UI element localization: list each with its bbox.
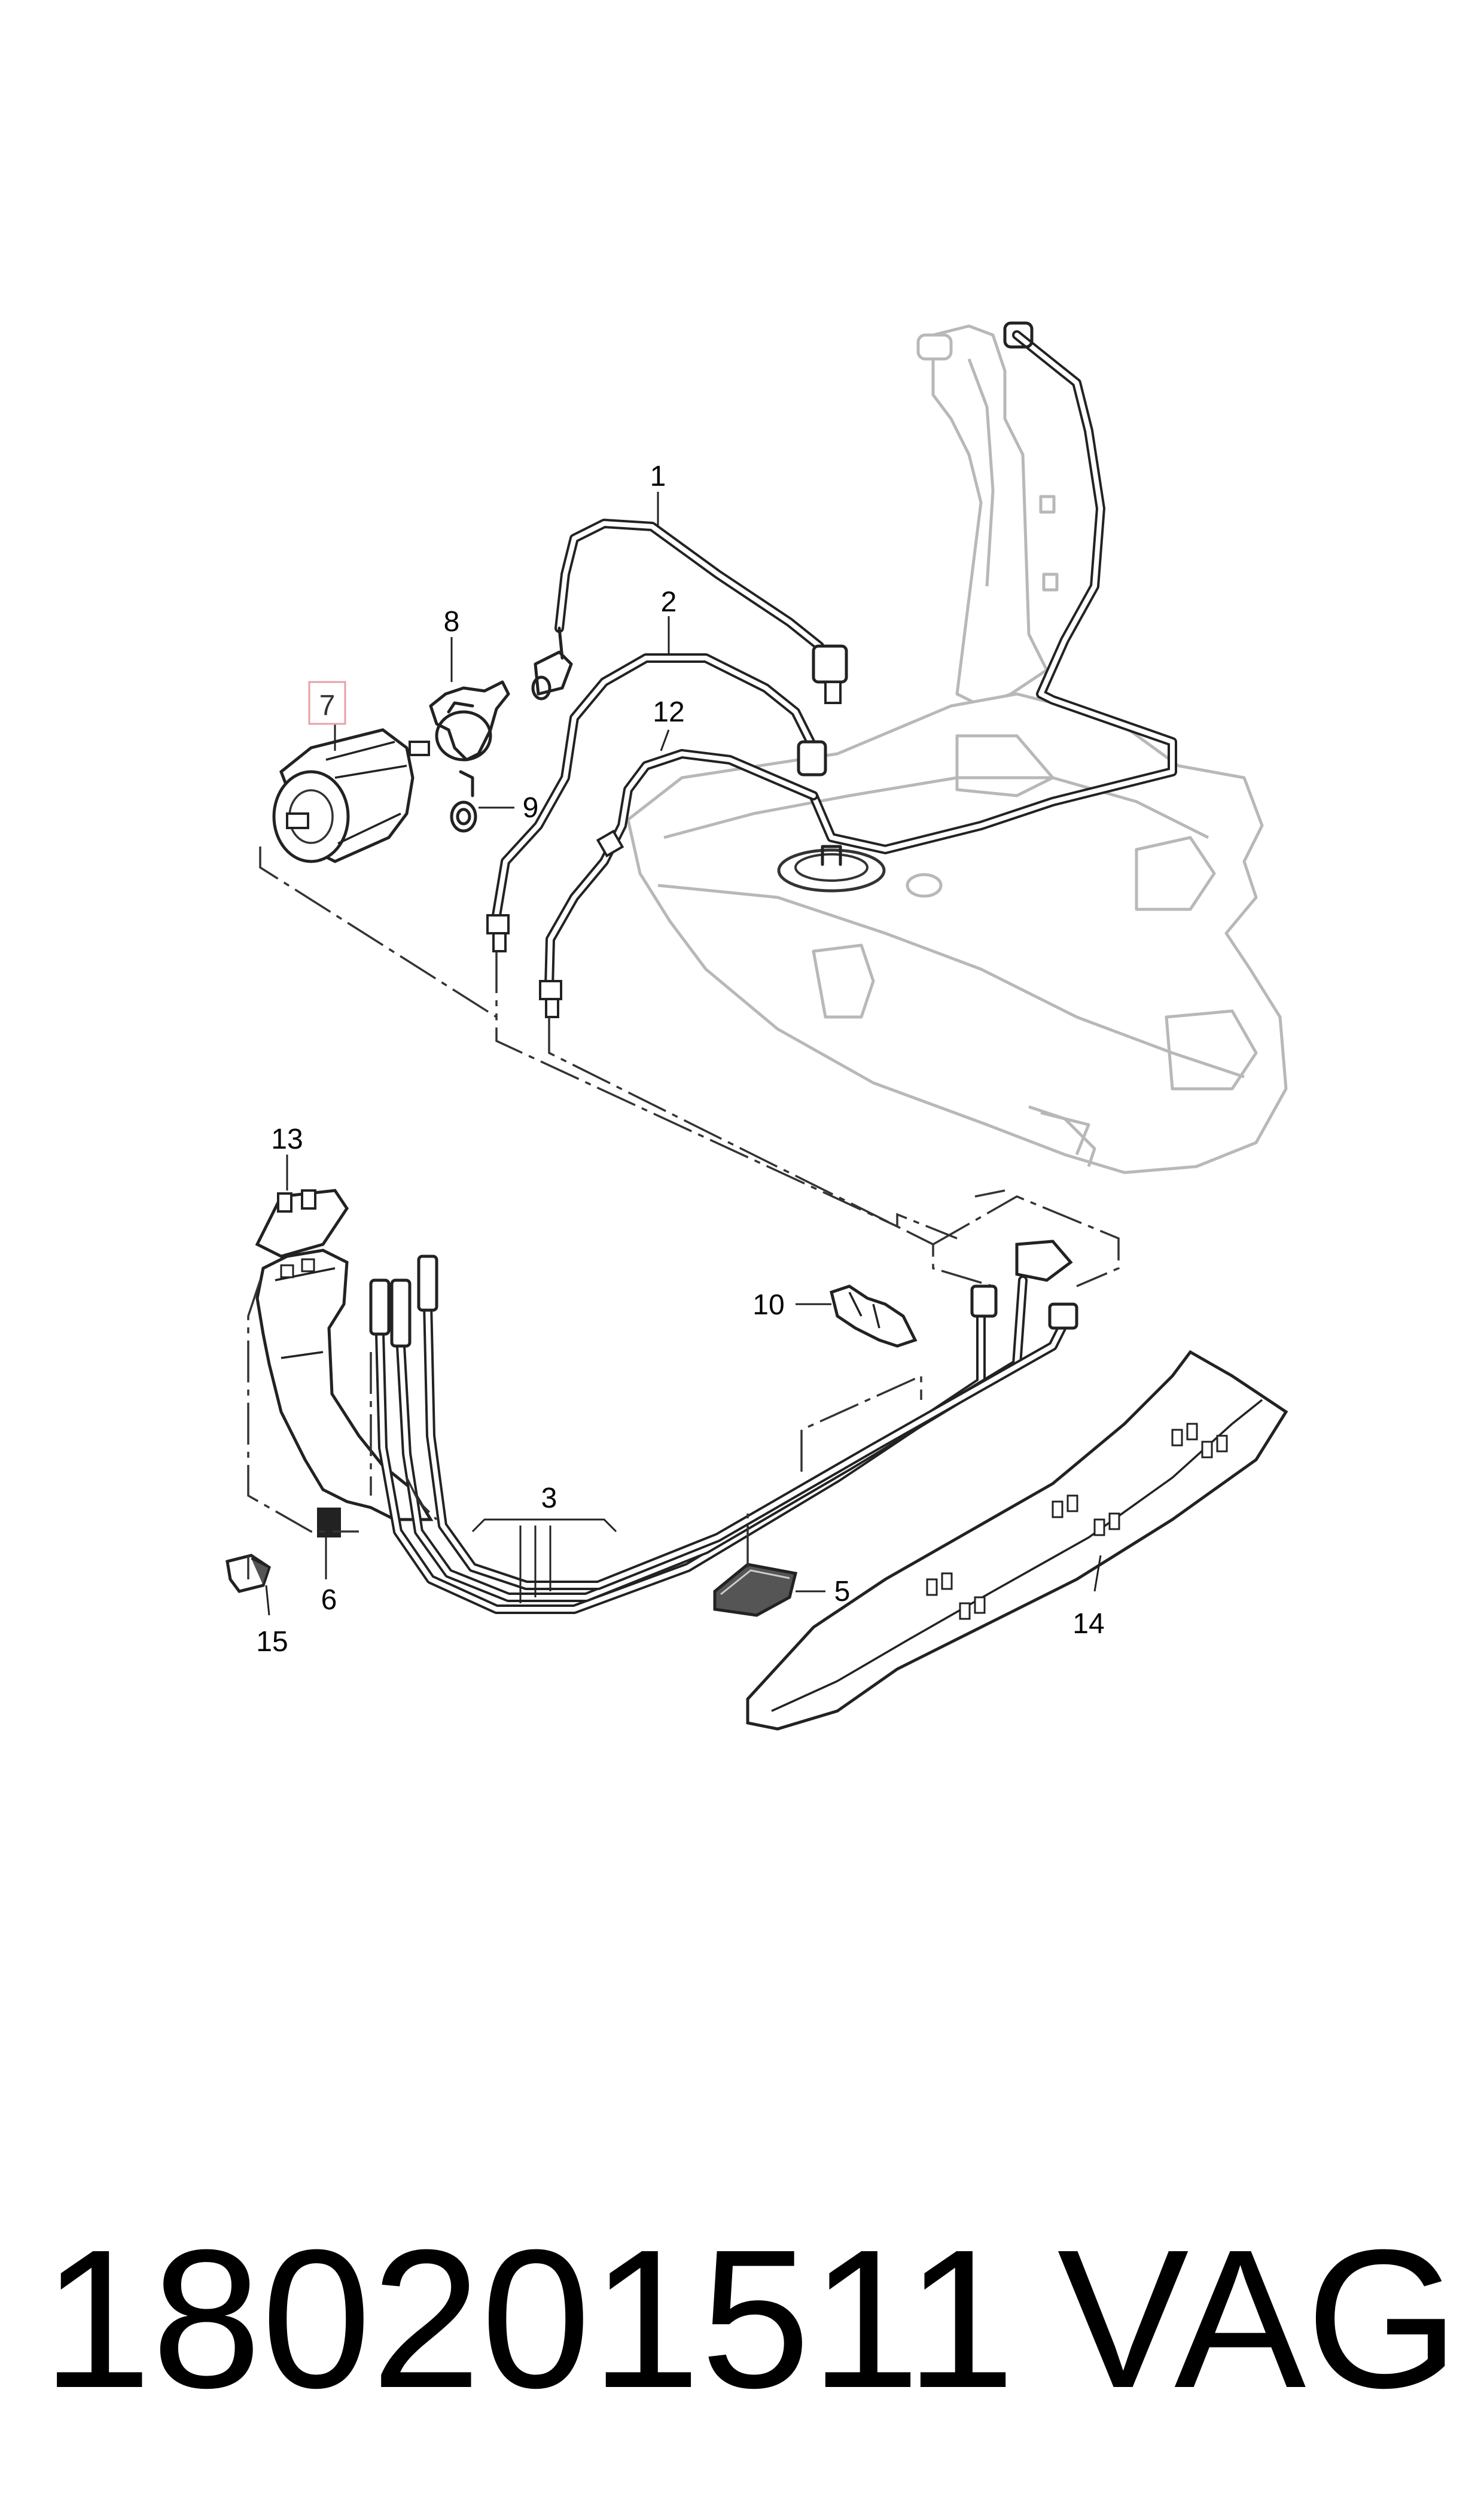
callout-14[interactable]: 14 [1072,1608,1104,1640]
bracket-part-8 [429,650,573,762]
assembly-lines-lower [247,1280,922,1579]
callout-3[interactable]: 3 [541,1482,557,1514]
fuel-line-part-2 [486,653,827,952]
callout-2[interactable]: 2 [661,586,677,618]
callout-8[interactable]: 8 [444,606,460,638]
clip-part-9 [450,770,477,833]
leader-lines [265,492,1102,1616]
callout-13[interactable]: 13 [271,1123,303,1155]
callout-12[interactable]: 12 [653,696,684,728]
fuel-line-part-1 [554,519,848,704]
part-number: 180201511 [42,2208,1015,2429]
callout-7[interactable]: 7 [319,690,336,721]
cover-part-13 [255,1189,349,1258]
callout-1[interactable]: 1 [650,461,666,492]
callout-15[interactable]: 15 [256,1626,288,1658]
fuel-tank-outline [626,324,1288,1174]
underbody-panel-part-14 [746,1350,1288,1731]
callout-5[interactable]: 5 [834,1576,851,1607]
pad-part-5 [713,1563,798,1617]
fuel-line-part-12 [539,749,818,1018]
callout-7-highlight-box [308,681,346,725]
callout-9[interactable]: 9 [523,792,539,824]
fuel-line-bundle-part-3 [369,1240,1078,1614]
callout-6[interactable]: 6 [321,1584,337,1616]
clip-part-10 [830,1284,918,1348]
callout-10[interactable]: 10 [752,1289,784,1321]
vent-line-filler-neck [809,321,1177,854]
fuel-filter-part-7 [272,728,430,863]
brand-name: VAG [1058,2208,1459,2429]
assembly-lines-upper [259,847,1120,1316]
